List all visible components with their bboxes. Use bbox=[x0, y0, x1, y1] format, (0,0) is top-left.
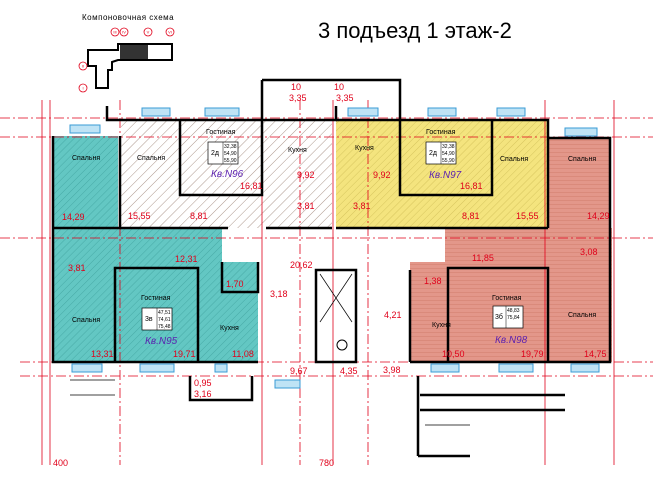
room-label: Кухня bbox=[432, 322, 451, 329]
balcony-area: 3,35 bbox=[289, 93, 307, 103]
apartment-97 bbox=[336, 120, 548, 228]
svg-text:55,90: 55,90 bbox=[224, 158, 237, 164]
room-area: 3,81 bbox=[297, 201, 315, 211]
svg-text:48,83: 48,83 bbox=[507, 308, 520, 314]
apartment-number: Кв.N98 bbox=[495, 335, 528, 346]
room-label: Кухня bbox=[220, 325, 239, 332]
room-area: 19,71 bbox=[173, 349, 196, 359]
balcony-area: 3,35 bbox=[336, 93, 354, 103]
apartment-95 bbox=[53, 136, 258, 362]
axis-label: I bbox=[82, 86, 83, 91]
tambour-area: 3,98 bbox=[383, 365, 401, 375]
room-area: 16,81 bbox=[240, 181, 263, 191]
room-area: 9,92 bbox=[297, 170, 315, 180]
room-label: Гостиная bbox=[492, 295, 522, 302]
svg-text:2д: 2д bbox=[211, 150, 219, 157]
windows bbox=[69, 107, 600, 389]
room-label: Спальня bbox=[72, 155, 100, 162]
room-label: Спальня bbox=[568, 156, 596, 163]
apartment-info-box: 3в 47,51 74,61 75,48 bbox=[141, 307, 173, 331]
walls bbox=[51, 78, 612, 458]
room-label: Гостиная bbox=[141, 295, 171, 302]
apartment-info-box: 2д 32,38 54,90 55,90 bbox=[425, 141, 457, 165]
room-label: Спальня bbox=[72, 317, 100, 324]
room-area: 8,81 bbox=[190, 211, 208, 221]
dimension-label: 400 bbox=[53, 458, 68, 468]
room-area: 14,75 bbox=[584, 349, 607, 359]
svg-text:2д: 2д bbox=[429, 150, 437, 157]
room-label: Гостиная bbox=[426, 129, 456, 136]
svg-text:54,90: 54,90 bbox=[224, 151, 237, 157]
svg-text:74,61: 74,61 bbox=[158, 317, 171, 323]
dimension-label: 780 bbox=[319, 458, 334, 468]
room-area: 14,29 bbox=[587, 211, 610, 221]
room-label: Спальня bbox=[500, 156, 528, 163]
room-area: 1,38 bbox=[424, 276, 442, 286]
svg-text:32,38: 32,38 bbox=[442, 144, 455, 150]
svg-text:75,48: 75,48 bbox=[158, 324, 171, 330]
room-area: 3,08 bbox=[580, 247, 598, 257]
page-title: 3 подъезд 1 этаж-2 bbox=[318, 18, 512, 43]
svg-text:54,90: 54,90 bbox=[442, 151, 455, 157]
room-area: 16,81 bbox=[460, 181, 483, 191]
room-area: 1,70 bbox=[226, 279, 244, 289]
room-area: 10,50 bbox=[442, 349, 465, 359]
room-area: 11,08 bbox=[232, 349, 254, 359]
axis-label: III bbox=[113, 30, 116, 35]
room-area: 15,55 bbox=[128, 211, 151, 221]
room-label: Спальня bbox=[568, 312, 596, 319]
room-area: 12,31 bbox=[175, 254, 198, 264]
balcony-area: 10 bbox=[291, 82, 301, 92]
room-area: 13,31 bbox=[91, 349, 114, 359]
room-area: 3,81 bbox=[353, 201, 371, 211]
svg-text:47,51: 47,51 bbox=[158, 310, 171, 316]
room-area: 3,81 bbox=[68, 263, 86, 273]
room-area: 14,29 bbox=[62, 212, 85, 222]
apartment-info-box: 3б 48,83 75,84 bbox=[492, 305, 524, 329]
apartment-number: Кв.N96 bbox=[211, 169, 244, 180]
axis-label: V bbox=[147, 30, 150, 35]
room-label: Спальня bbox=[137, 155, 165, 162]
svg-text:75,84: 75,84 bbox=[507, 315, 520, 321]
balcony-area: 3,16 bbox=[194, 389, 212, 399]
vestibule-area: 9,67 bbox=[290, 366, 308, 376]
axis-label: IV bbox=[122, 30, 126, 35]
svg-text:32,38: 32,38 bbox=[224, 144, 237, 150]
room-area: 11,85 bbox=[472, 253, 494, 263]
corridor-area: 4,21 bbox=[384, 310, 402, 320]
apartment-number: Кв.N95 bbox=[145, 336, 178, 347]
apartment-number: Кв.N97 bbox=[429, 170, 462, 181]
room-area: 9,92 bbox=[373, 170, 391, 180]
apartment-98 bbox=[410, 138, 612, 362]
balcony-area: 0,95 bbox=[194, 378, 212, 388]
stair-area: 3,18 bbox=[270, 289, 288, 299]
schema-title: Компоновочная схема bbox=[82, 13, 175, 22]
axis-label: II bbox=[82, 64, 84, 69]
svg-text:55,90: 55,90 bbox=[442, 158, 455, 164]
room-label: Кухня bbox=[288, 147, 307, 154]
layout-schema: III IV V VI II I bbox=[78, 27, 175, 93]
lift-area: 4,35 bbox=[340, 366, 358, 376]
apartment-96 bbox=[121, 120, 332, 228]
current-section-marker bbox=[120, 45, 148, 59]
hall-area: 20,62 bbox=[290, 260, 313, 270]
room-label: Кухня bbox=[355, 145, 374, 152]
axis-label: VI bbox=[168, 30, 172, 35]
room-area: 15,55 bbox=[516, 211, 539, 221]
room-label: Гостиная bbox=[206, 129, 236, 136]
apartment-info-box: 2д 32,38 54,90 55,90 bbox=[207, 141, 239, 165]
balcony-area: 10 bbox=[334, 82, 344, 92]
grid-axes bbox=[0, 100, 653, 465]
svg-text:3в: 3в bbox=[145, 316, 153, 323]
svg-text:3б: 3б bbox=[495, 313, 503, 321]
room-area: 8,81 bbox=[462, 211, 480, 221]
room-area: 19,79 bbox=[521, 349, 544, 359]
